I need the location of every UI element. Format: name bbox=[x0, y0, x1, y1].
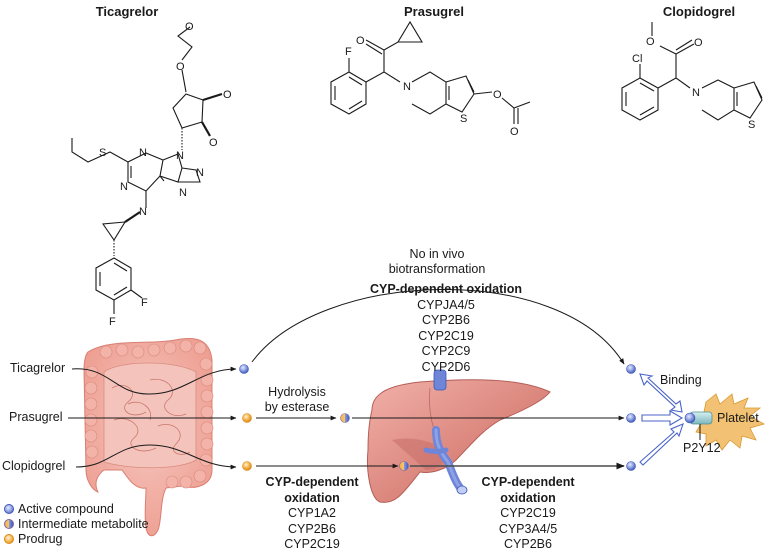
svg-text:F: F bbox=[141, 297, 148, 309]
no-biotransformation-note: No in vivo biotransformation bbox=[389, 247, 486, 277]
prasugrel-atoms: O F N S O O bbox=[345, 35, 519, 138]
hydrolysis-line-2: by esterase bbox=[264, 400, 330, 414]
legend-item-prodrug: Prodrug bbox=[4, 531, 149, 546]
enzyme-item: CYPJA4/5 bbox=[417, 297, 475, 312]
clopidogrel-input-line bbox=[75, 444, 237, 470]
svg-text:N: N bbox=[403, 81, 411, 93]
enzyme-item: CYP2B6 bbox=[422, 313, 470, 327]
platelet-cell bbox=[684, 393, 766, 451]
ticagrelor-active-dot bbox=[239, 364, 249, 374]
clopidogrel-step2-block: CYP-dependent oxidation CYP2C19 CYP3A4/5… bbox=[481, 475, 574, 553]
clopidogrel-target-dot bbox=[626, 461, 636, 471]
binding-arrow-ticagrelor bbox=[639, 373, 683, 413]
hydrolysis-note: Hydrolysis by esterase bbox=[265, 385, 330, 415]
clopidogrel-atoms: O O Cl N S bbox=[632, 36, 755, 131]
svg-text:O: O bbox=[646, 36, 655, 48]
molecule-title-prasugrel: Prasugrel bbox=[404, 4, 464, 19]
ticagrelor-target-dot bbox=[626, 364, 636, 374]
prasugrel-target-dot bbox=[626, 413, 636, 423]
flow-lines bbox=[68, 289, 625, 470]
svg-text:O: O bbox=[493, 89, 502, 101]
svg-text:N: N bbox=[120, 181, 128, 193]
svg-text:N: N bbox=[139, 206, 147, 218]
molecule-title-ticagrelor: Ticagrelor bbox=[95, 4, 159, 19]
legend-label: Active compound bbox=[18, 501, 114, 516]
intermediate-metabolite-swatch bbox=[4, 518, 14, 529]
svg-text:O: O bbox=[209, 137, 218, 149]
clopidogrel-structure bbox=[621, 22, 763, 121]
prasugrel-intermediate-dot bbox=[340, 413, 350, 423]
ticagrelor-structure bbox=[71, 26, 223, 314]
compound-dots bbox=[239, 364, 636, 471]
step1-heading-line-2: oxidation bbox=[284, 490, 340, 505]
svg-text:O: O bbox=[176, 61, 185, 73]
enzyme-item: CYP3A4/5 bbox=[498, 521, 558, 536]
legend-label: Prodrug bbox=[18, 531, 63, 546]
svg-text:N: N bbox=[692, 87, 700, 99]
step1-heading-line-1: CYP-dependent bbox=[265, 475, 359, 489]
enzyme-item: CYP2C19 bbox=[418, 328, 474, 343]
clopidogrel-step1-block: CYP-dependent oxidation CYP1A2 CYP2B6 CY… bbox=[265, 475, 358, 553]
ticagrelor-atoms: O O O O S N N N N N N F F bbox=[99, 21, 232, 328]
note-line-1: No in vivo bbox=[409, 247, 465, 261]
active-compound-swatch bbox=[4, 503, 14, 514]
svg-text:F: F bbox=[109, 316, 116, 328]
prasugrel-structure bbox=[330, 20, 531, 124]
svg-text:S: S bbox=[99, 147, 106, 159]
enzyme-item: CYP2C9 bbox=[421, 344, 471, 358]
clopidogrel-intermediate-dot bbox=[399, 461, 409, 471]
svg-text:S: S bbox=[748, 119, 755, 131]
binding-arrow-clopidogrel bbox=[639, 423, 684, 466]
ticagrelor-metabolism-block: CYP-dependent oxidation CYPJA4/5 CYP2B6 … bbox=[370, 282, 522, 375]
drug-label-prasugrel: Prasugrel bbox=[9, 410, 63, 424]
hydrolysis-line-1: Hydrolysis bbox=[268, 385, 326, 399]
enzyme-item: CYP1A2 bbox=[288, 506, 336, 520]
legend: Active compound Intermediate metabolite … bbox=[4, 501, 149, 546]
p2y12-label: P2Y12 bbox=[683, 441, 721, 455]
svg-text:N: N bbox=[196, 167, 204, 179]
enzyme-item: CYP2C19 bbox=[500, 506, 556, 520]
binding-label: Binding bbox=[660, 373, 702, 387]
drug-label-ticagrelor: Ticagrelor bbox=[10, 361, 66, 375]
molecule-title-clopidogrel: Clopidogrel bbox=[662, 4, 736, 19]
svg-text:F: F bbox=[345, 46, 352, 58]
binding-arrow-prasugrel bbox=[641, 410, 684, 426]
legend-label: Intermediate metabolite bbox=[18, 516, 149, 531]
svg-text:O: O bbox=[185, 21, 194, 33]
platelet-label: Platelet bbox=[717, 411, 759, 425]
svg-text:N: N bbox=[139, 147, 147, 159]
svg-text:S: S bbox=[460, 113, 467, 125]
svg-text:O: O bbox=[510, 126, 519, 138]
prodrug-swatch bbox=[4, 533, 14, 544]
svg-text:O: O bbox=[694, 37, 703, 49]
drug-label-clopidogrel: Clopidogrel bbox=[2, 459, 66, 473]
ticagrelor-input-line bbox=[71, 366, 237, 395]
svg-text:O: O bbox=[356, 35, 365, 47]
step2-heading-line-2: oxidation bbox=[500, 490, 556, 505]
svg-text:N: N bbox=[179, 187, 187, 199]
binding-arrows bbox=[639, 373, 684, 466]
enzyme-item: CYP2C19 bbox=[284, 537, 340, 551]
enzyme-item: CYP2D6 bbox=[421, 359, 471, 374]
legend-item-intermediate: Intermediate metabolite bbox=[4, 516, 149, 531]
prasugrel-prodrug-dot bbox=[242, 413, 252, 423]
note-line-2: biotransformation bbox=[388, 262, 486, 276]
clopidogrel-prodrug-dot bbox=[242, 461, 252, 471]
ticagrelor-metabolism-heading: CYP-dependent oxidation bbox=[369, 282, 523, 296]
svg-text:N: N bbox=[176, 150, 184, 162]
legend-item-active: Active compound bbox=[4, 501, 149, 516]
step2-heading-line-1: CYP-dependent bbox=[481, 475, 575, 489]
enzyme-item: CYP2B6 bbox=[288, 521, 336, 536]
svg-text:O: O bbox=[223, 89, 232, 101]
svg-text:Cl: Cl bbox=[632, 53, 642, 65]
no-biotransformation-arc bbox=[251, 289, 625, 365]
enzyme-item: CYP2B6 bbox=[504, 537, 552, 551]
